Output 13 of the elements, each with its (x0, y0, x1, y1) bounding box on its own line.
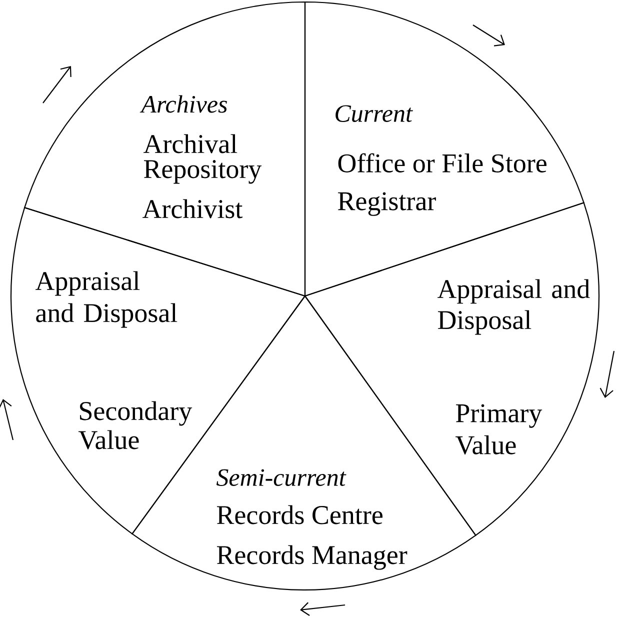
sector-text: Appraisal and Disposal (437, 279, 590, 335)
sector-text: Archival Repository (143, 134, 262, 184)
sector-text: Records Centre (216, 505, 382, 524)
sector-text: Registrar (338, 192, 436, 216)
sector-title: Archives (140, 95, 227, 113)
sector-text: Appraisal and Disposal (35, 271, 178, 328)
sector-text: Secondary Value (78, 401, 192, 450)
sector-title: Current (336, 105, 413, 122)
sector-text: Primary Value (456, 404, 542, 454)
sector-text: Records Manager (216, 545, 408, 570)
sector-text: Office or File Store (338, 153, 546, 172)
sector-title: Semi-current (216, 469, 346, 486)
sector-text: Archivist (142, 199, 243, 218)
